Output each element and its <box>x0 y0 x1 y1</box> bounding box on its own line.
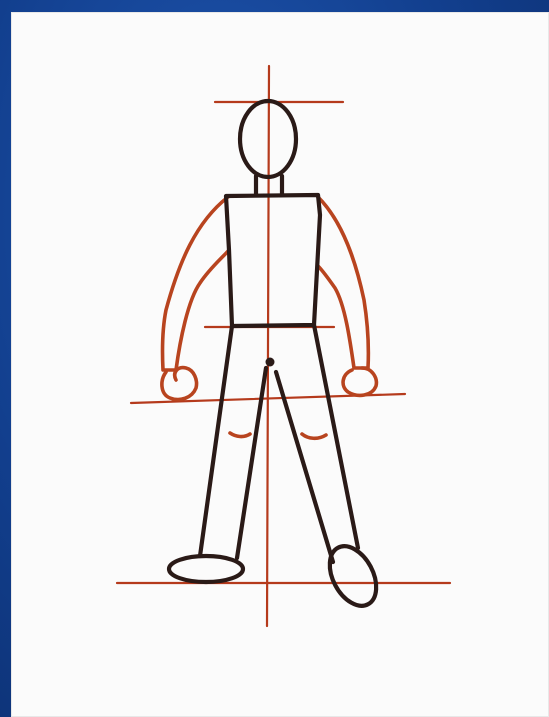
right-knee <box>302 434 326 438</box>
left-knee <box>230 433 250 437</box>
torso <box>226 195 320 326</box>
left-leg <box>200 326 266 558</box>
right-arm <box>318 197 368 368</box>
right-leg <box>276 325 358 562</box>
vertical-center-line <box>267 66 269 626</box>
crotch-point <box>266 358 275 367</box>
left-foot <box>169 556 243 582</box>
left-hand <box>162 368 197 400</box>
guide-lines <box>117 66 450 626</box>
left-arm <box>162 197 229 370</box>
right-hand <box>343 368 376 395</box>
